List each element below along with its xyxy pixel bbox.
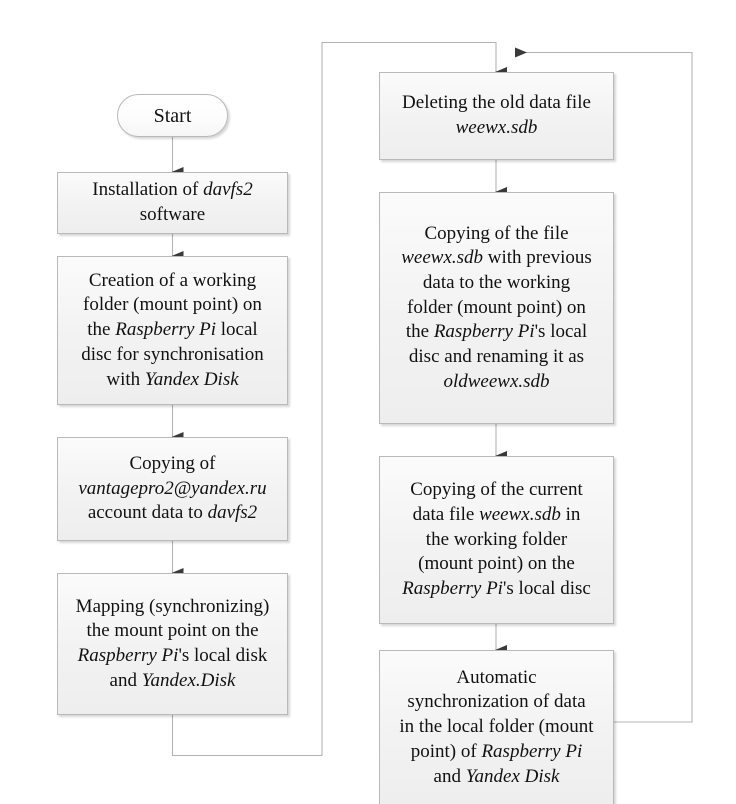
text-line: account data to davfs2 bbox=[87, 502, 258, 524]
text-line: synchronization of data bbox=[407, 691, 586, 713]
node-create-working-folder-label: Creation of a working folder (mount point… bbox=[64, 269, 281, 392]
text-line: the mount point on the bbox=[86, 620, 259, 642]
text-line: in the local folder (mount bbox=[399, 716, 594, 738]
node-copy-account-data-label: Copying of vantagepro2@yandex.ru account d… bbox=[64, 452, 281, 526]
text-line: weewx.sdb with previous bbox=[401, 247, 592, 269]
node-automatic-synchronization-label: Automatic synchronization of data in the l… bbox=[386, 666, 607, 789]
text-line: vantagepro2@yandex.ru bbox=[78, 477, 267, 499]
text-line: Creation of a working bbox=[88, 269, 257, 291]
text-line: data file weewx.sdb in bbox=[412, 503, 581, 525]
text-line: software bbox=[139, 204, 206, 225]
node-copy-file-rename-oldweewx-label: Copying of the file weewx.sdb with previo… bbox=[386, 222, 607, 395]
text-line: Mapping (synchronizing) bbox=[75, 595, 270, 617]
text-line: data to the working bbox=[422, 271, 571, 293]
text-line: disc and renaming it as bbox=[408, 346, 585, 368]
node-start-label: Start bbox=[153, 104, 192, 127]
text-line: Copying of the current bbox=[410, 479, 583, 501]
text-line: folder (mount point) on bbox=[83, 294, 262, 316]
text-line: and Yandex.Disk bbox=[109, 669, 236, 691]
text-line: disc for synchronisation bbox=[81, 343, 264, 365]
text-line: weewx.sdb bbox=[455, 117, 538, 138]
text-line: the working folder bbox=[425, 528, 568, 550]
text-line: Deleting the old data file bbox=[402, 92, 591, 114]
node-create-working-folder[interactable]: Creation of a working folder (mount point… bbox=[57, 256, 288, 405]
text-line: Automatic bbox=[456, 666, 537, 688]
text-line: Copying of bbox=[129, 452, 216, 474]
node-start[interactable]: Start bbox=[117, 94, 228, 137]
node-delete-old-data-file[interactable]: Deleting the old data file weewx.sdb bbox=[379, 72, 614, 160]
node-mapping-mount-point-label: Mapping (synchronizing) the mount point o… bbox=[64, 595, 281, 694]
node-delete-old-data-file-label: Deleting the old data file weewx.sdb bbox=[386, 91, 607, 140]
text-line: point) of Raspberry Pi bbox=[410, 740, 583, 762]
node-install-davfs2-label: Installation of davfs2 software bbox=[64, 178, 281, 227]
node-automatic-synchronization[interactable]: Automatic synchronization of data in the l… bbox=[379, 650, 614, 804]
node-copy-account-data[interactable]: Copying of vantagepro2@yandex.ru account d… bbox=[57, 437, 288, 541]
node-mapping-mount-point[interactable]: Mapping (synchronizing) the mount point o… bbox=[57, 573, 288, 715]
text-line: Raspberry Pi's local disk bbox=[77, 645, 268, 666]
text-line: (mount point) on the bbox=[418, 553, 575, 575]
text-line: the Raspberry Pi local bbox=[87, 319, 258, 341]
text-line: oldweewx.sdb bbox=[443, 370, 550, 392]
node-copy-file-rename-oldweewx[interactable]: Copying of the file weewx.sdb with previo… bbox=[379, 192, 614, 424]
text-line: with Yandex Disk bbox=[106, 368, 239, 390]
text-line: Installation of davfs2 bbox=[92, 179, 253, 201]
text-line: and Yandex Disk bbox=[433, 765, 560, 787]
text-line: folder (mount point) on bbox=[407, 296, 586, 318]
text-line: the Raspberry Pi's local bbox=[405, 321, 588, 343]
node-install-davfs2[interactable]: Installation of davfs2 software bbox=[57, 172, 288, 234]
text-line: Copying of the file bbox=[424, 222, 569, 244]
text-line: Raspberry Pi's local disc bbox=[402, 578, 591, 600]
